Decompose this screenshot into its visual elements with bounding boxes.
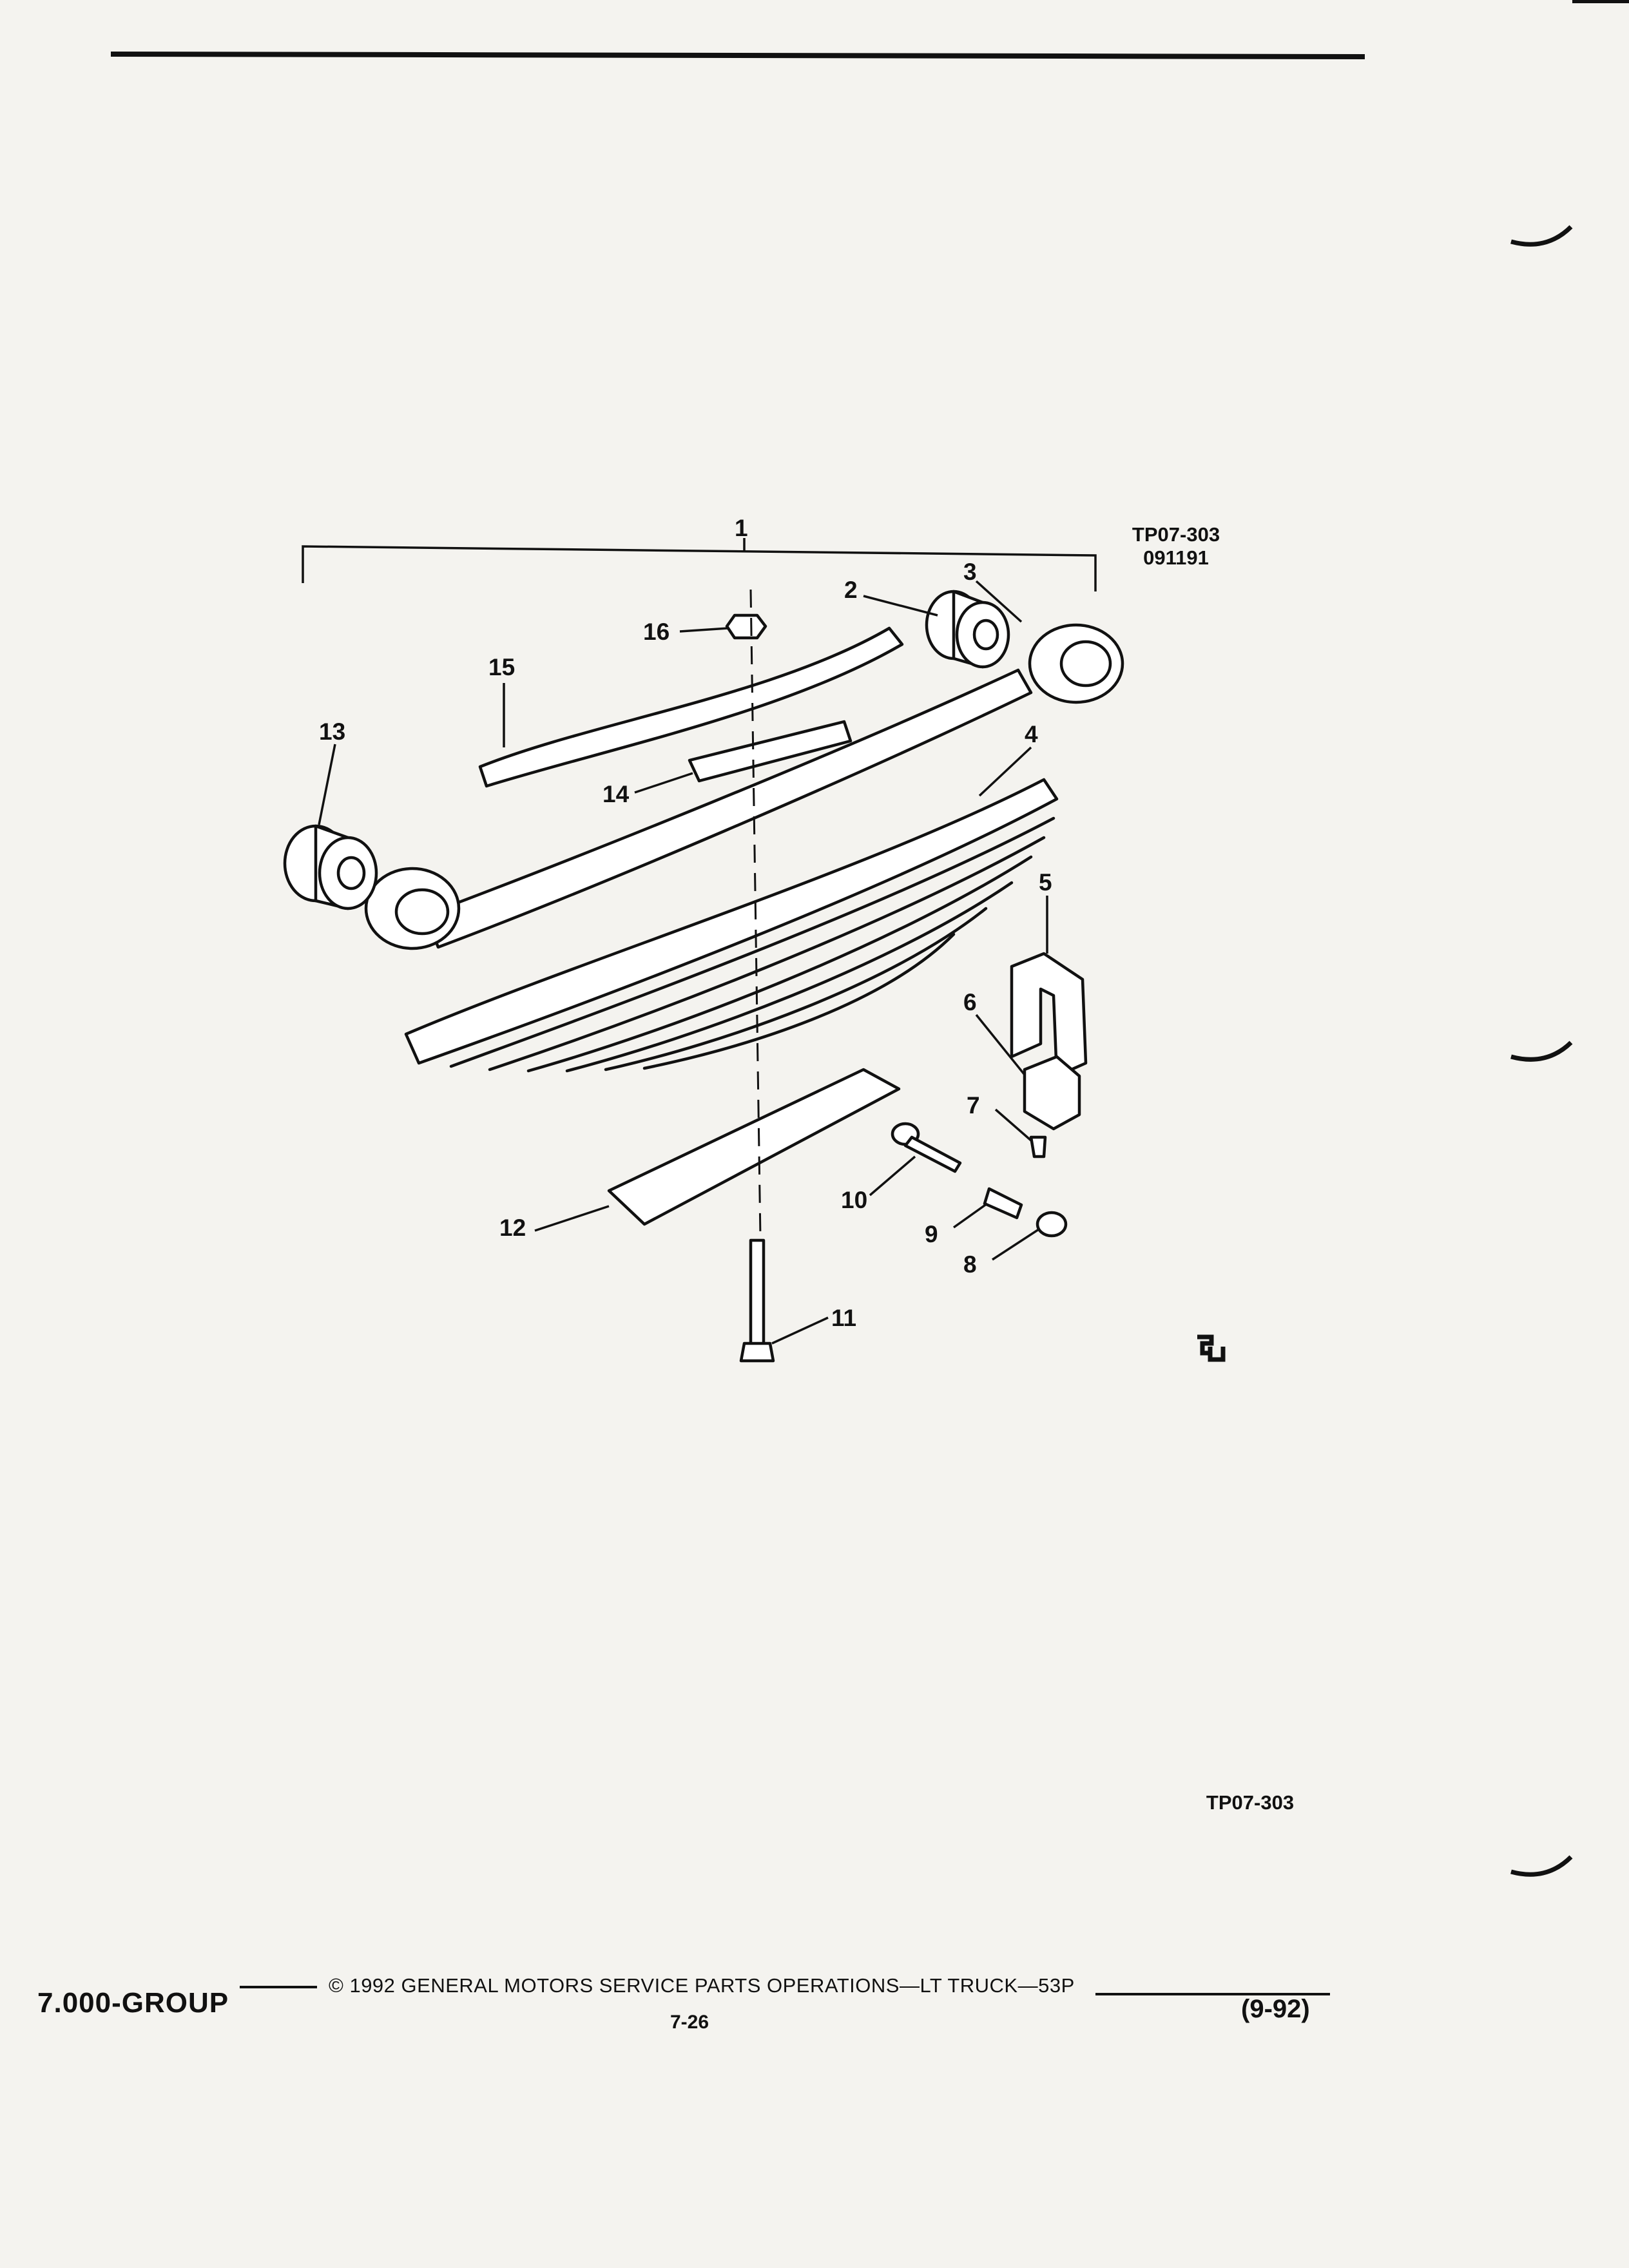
leader-9 bbox=[952, 1202, 988, 1229]
leader-3 bbox=[975, 580, 1023, 623]
center-bolt bbox=[739, 1238, 775, 1363]
shackle-bushing bbox=[983, 1187, 1023, 1220]
main-spring-leaf bbox=[364, 623, 1124, 950]
callout-3: 3 bbox=[963, 559, 977, 585]
corner-rule bbox=[1572, 0, 1629, 3]
shackle bbox=[1010, 952, 1088, 1078]
bushing-front bbox=[925, 590, 1010, 669]
footer-group: 7.000-GROUP bbox=[37, 1987, 229, 2019]
leader-7 bbox=[994, 1108, 1032, 1142]
lower-spacer-plate bbox=[607, 1068, 901, 1226]
bushing-rear bbox=[283, 824, 378, 910]
assembly-bracket bbox=[302, 545, 1097, 591]
leader-6 bbox=[975, 1014, 1026, 1076]
shackle-bracket bbox=[1023, 1055, 1081, 1131]
callout-7: 7 bbox=[967, 1092, 980, 1119]
footer-page-number: 7-26 bbox=[670, 2012, 709, 2033]
callout-11: 11 bbox=[831, 1305, 856, 1331]
callout-15: 15 bbox=[488, 654, 515, 680]
punch-mark-3 bbox=[1510, 1855, 1573, 1877]
leader-14 bbox=[634, 772, 693, 794]
leader-16 bbox=[679, 627, 729, 633]
center-pad bbox=[688, 720, 853, 783]
illustration-code: TP07-303 bbox=[1132, 523, 1220, 546]
callout-5: 5 bbox=[1039, 869, 1052, 896]
illustration-code-top: TP07-303 091191 bbox=[1118, 523, 1234, 570]
callout-10: 10 bbox=[841, 1187, 867, 1213]
callout-2: 2 bbox=[844, 577, 858, 603]
center-axis bbox=[749, 589, 762, 1238]
leader-4 bbox=[978, 746, 1032, 797]
footer-rule-right bbox=[1095, 1993, 1330, 1995]
upper-spacer-plate bbox=[478, 626, 904, 788]
callout-8: 8 bbox=[963, 1251, 977, 1278]
leaf-pack bbox=[404, 778, 1059, 1073]
lube-fitting bbox=[1029, 1135, 1047, 1158]
footer-rule-left bbox=[240, 1986, 317, 1988]
shackle-nut bbox=[1036, 1211, 1068, 1238]
callout-6: 6 bbox=[963, 989, 977, 1015]
shackle-bolt bbox=[891, 1122, 962, 1173]
footer-revision: (9-92) bbox=[1241, 1995, 1310, 2023]
callout-13: 13 bbox=[319, 718, 345, 745]
illustration-date-code: 091191 bbox=[1143, 546, 1209, 569]
callout-1: 1 bbox=[735, 515, 748, 541]
illustration-code-bottom: TP07-303 bbox=[1206, 1791, 1295, 1814]
callout-16: 16 bbox=[643, 619, 670, 645]
callout-14: 14 bbox=[602, 781, 630, 807]
leader-11 bbox=[771, 1316, 829, 1345]
callout-9: 9 bbox=[925, 1221, 938, 1247]
leader-8 bbox=[992, 1228, 1039, 1261]
center-nut bbox=[725, 613, 767, 640]
callout-4: 4 bbox=[1025, 721, 1038, 747]
callout-12: 12 bbox=[499, 1215, 526, 1241]
leader-2 bbox=[863, 595, 938, 617]
leader-13 bbox=[318, 744, 336, 825]
gm-logo-mark bbox=[1197, 1334, 1226, 1362]
punch-mark-1 bbox=[1510, 225, 1573, 247]
punch-mark-2 bbox=[1510, 1041, 1573, 1062]
leader-10 bbox=[869, 1155, 916, 1196]
footer-copyright: © 1992 GENERAL MOTORS SERVICE PARTS OPER… bbox=[329, 1974, 1075, 1997]
leader-12 bbox=[534, 1205, 610, 1232]
